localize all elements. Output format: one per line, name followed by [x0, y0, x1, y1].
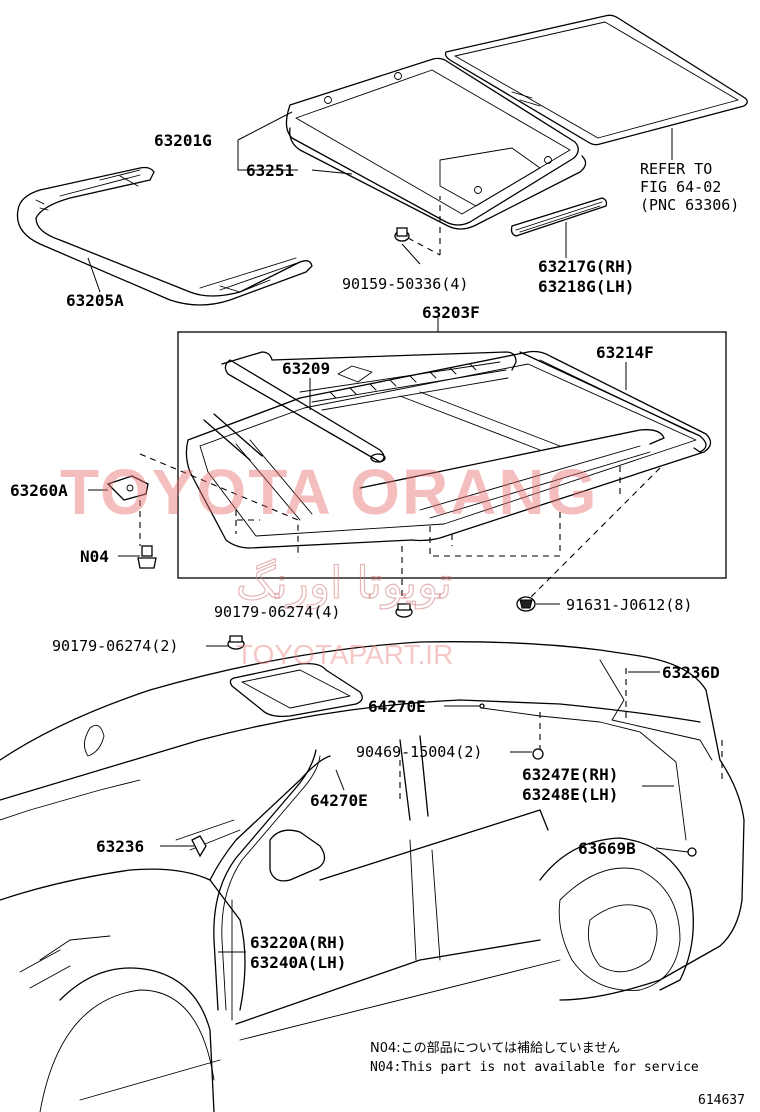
figure-code: 614637: [698, 1093, 745, 1108]
vehicle-body: [0, 641, 745, 1112]
sunroof-housing-frame: [185, 350, 712, 549]
callout-64270E-a: 64270E: [368, 697, 426, 716]
callout-91631: 91631-J0612(8): [566, 596, 692, 614]
watermark-brand: TOYOTA ORANG: [60, 456, 598, 528]
watermark-persian: تویوتا اورنگ: [236, 558, 452, 609]
watermark-url: TOYOTAPART.IR: [236, 639, 453, 670]
bracket-63260A: [106, 475, 149, 546]
callout-63218G: 63218G(LH): [538, 277, 634, 296]
callout-90469: 90469-15004(2): [356, 743, 482, 761]
clip-91631: [516, 596, 536, 612]
glass-panel-63201G: [285, 57, 579, 226]
clip-90179-a: [395, 603, 413, 618]
callout-63248E: 63248E(LH): [522, 785, 618, 804]
callout-63220A: 63220A(RH): [250, 933, 346, 952]
callout-63236D: 63236D: [662, 663, 720, 682]
glass-seal-63251: [289, 127, 587, 230]
callout-63205A: 63205A: [66, 291, 124, 310]
callout-63203F: 63203F: [422, 303, 480, 322]
callout-63214F: 63214F: [596, 343, 654, 362]
callout-63236: 63236: [96, 837, 144, 856]
callout-63669B: 63669B: [578, 839, 636, 858]
callout-63209: 63209: [282, 359, 330, 378]
callout-N04: N04: [80, 547, 109, 566]
callout-64270E-b: 64270E: [310, 791, 368, 810]
callout-63260A: 63260A: [10, 481, 68, 500]
callout-90159: 90159-50336(4): [342, 275, 468, 293]
clip-90179-b: [227, 635, 245, 650]
refer-line-1: REFER TO: [640, 160, 712, 178]
deflector-63217G: [510, 197, 608, 237]
sunshade-63306-ref: [444, 14, 748, 146]
refer-line-3: (PNC 63306): [640, 196, 739, 214]
frame-seal-63205A: [16, 166, 313, 306]
screw-90159: [394, 196, 441, 256]
refer-line-2: FIG 64-02: [640, 178, 721, 196]
drain-hose-rear: [399, 668, 723, 841]
bolt-N04: [137, 545, 157, 569]
note-japanese: N04:この部品については補給していません: [370, 1041, 620, 1056]
callout-63217G: 63217G(RH): [538, 257, 634, 276]
callout-63240A: 63240A(LH): [250, 953, 346, 972]
callout-63247E: 63247E(RH): [522, 765, 618, 784]
callout-90179-b: 90179-06274(2): [52, 637, 178, 655]
note-english: N04:This part is not available for servi…: [370, 1060, 699, 1075]
callout-63201G: 63201G: [154, 131, 212, 150]
callout-63251: 63251: [246, 161, 294, 180]
callout-90179-a: 90179-06274(4): [214, 603, 340, 621]
drain-hose-front: [213, 749, 321, 1011]
housing-assembly-box: [177, 331, 727, 579]
